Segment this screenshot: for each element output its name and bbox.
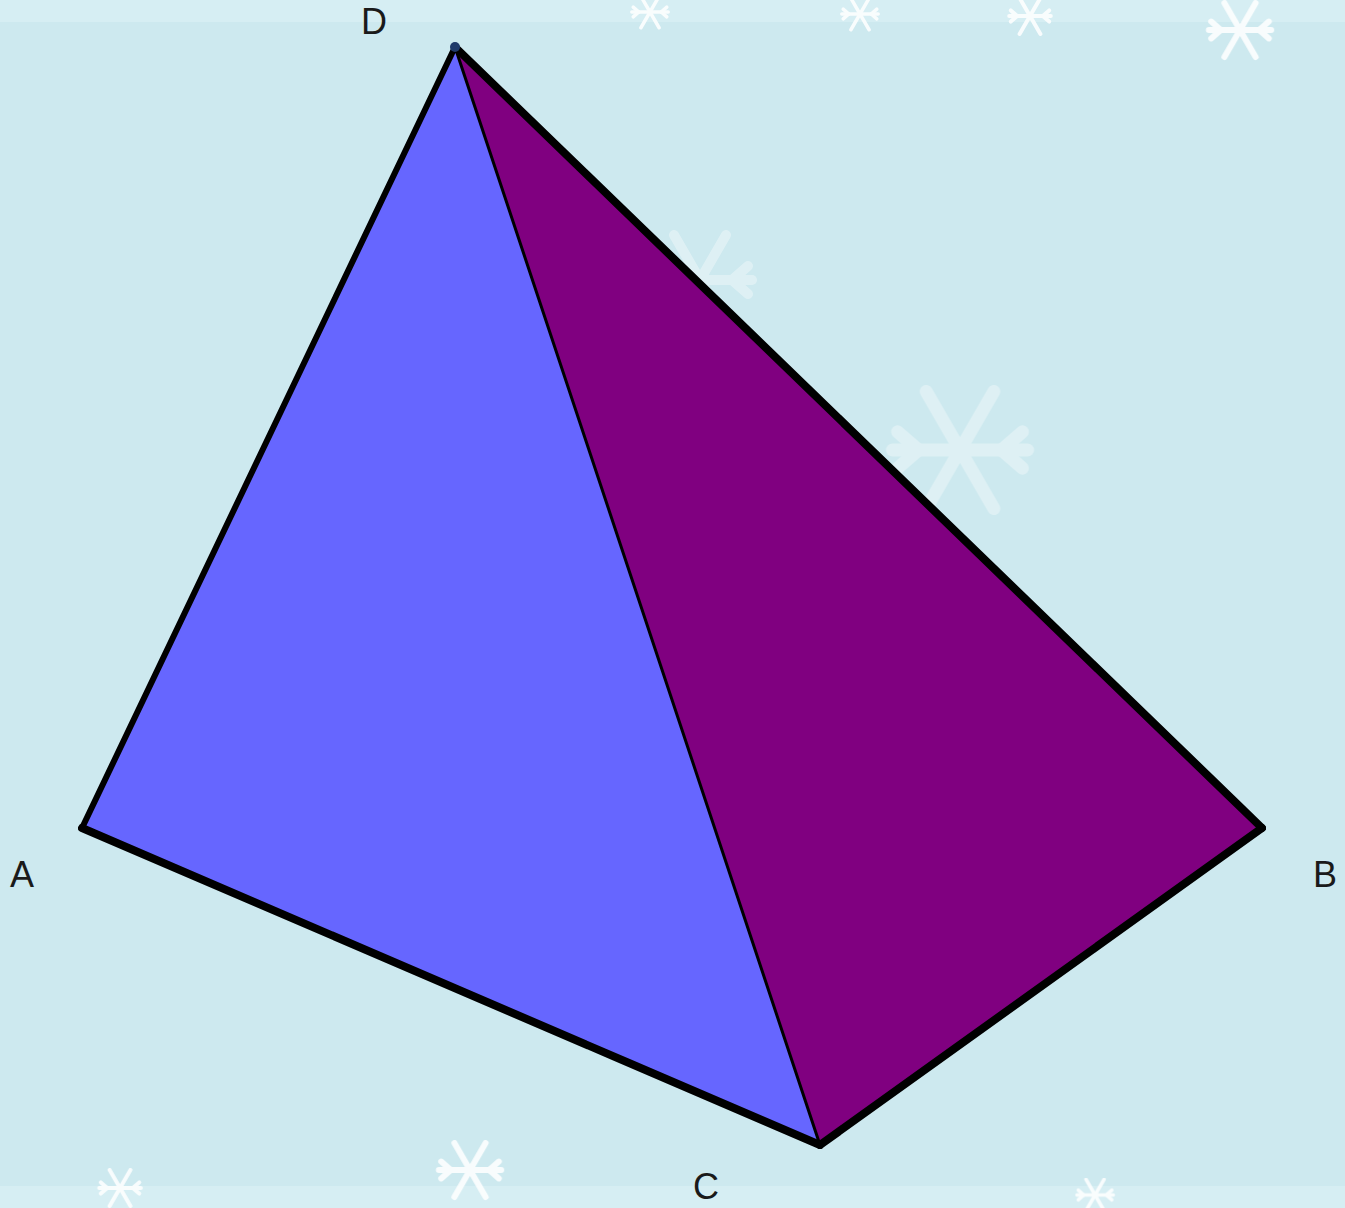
side-face bbox=[455, 47, 1262, 1145]
edge-ac bbox=[82, 828, 820, 1145]
vertex-label: B bbox=[1313, 857, 1337, 893]
vertex-dot bbox=[450, 42, 460, 52]
edge-dc bbox=[455, 47, 820, 1145]
vertex-label: C bbox=[693, 1169, 719, 1205]
vertex-label: D bbox=[361, 4, 387, 40]
edge-cb bbox=[820, 828, 1262, 1145]
edge-da bbox=[82, 47, 455, 828]
edge-db bbox=[455, 47, 1262, 828]
vertex-label: A bbox=[10, 857, 34, 893]
top-band bbox=[0, 0, 1345, 22]
bottom-band bbox=[0, 1186, 1345, 1208]
